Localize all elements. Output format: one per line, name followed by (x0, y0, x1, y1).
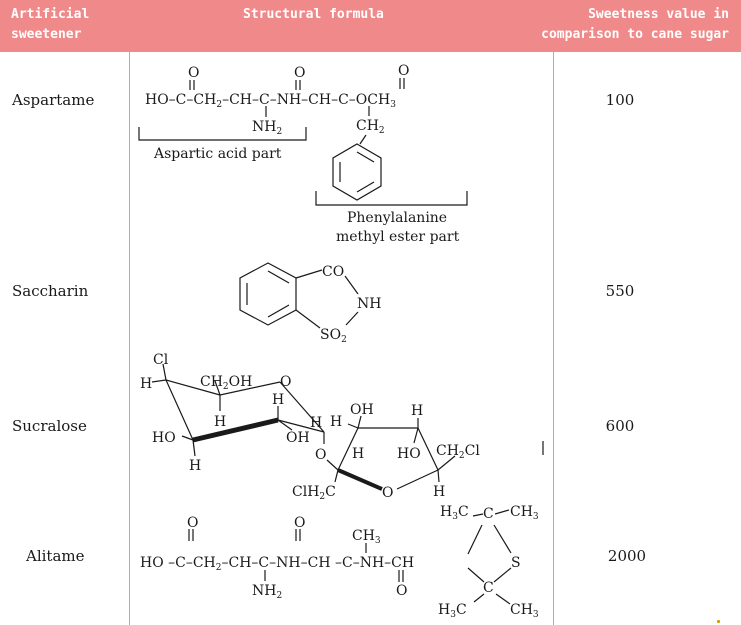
svg-text:H: H (214, 414, 226, 430)
svg-text:O: O (396, 583, 407, 599)
svg-text:HO–C–CH2–CH–C–NH–CH–C–OCH3: HO–C–CH2–CH–C–NH–CH–C–OCH3 (145, 92, 396, 110)
svg-text:OH: OH (350, 402, 374, 418)
methyl-ester-part-label: methyl ester part (336, 229, 460, 245)
svg-text:H: H (272, 392, 284, 408)
sucralose-structure (151, 363, 544, 491)
header-sweetness-value: Sweetness value in comparison to cane su… (541, 7, 729, 42)
svg-text:Cl: Cl (153, 352, 169, 368)
alitame-structure (188, 509, 512, 605)
svg-text:H3C: H3C (440, 504, 469, 522)
svg-text:O: O (398, 63, 409, 79)
aspartic-acid-part-label: Aspartic acid part (153, 146, 282, 162)
svg-text:HO: HO (152, 430, 176, 446)
svg-text:O: O (294, 65, 305, 81)
svg-text:C: C (483, 506, 494, 522)
table-header: Artificial sweetener Structural formula … (0, 0, 741, 52)
svg-text:H: H (411, 403, 423, 419)
svg-text:CH2OH: CH2OH (200, 374, 252, 392)
row-value-saccharin: 550 (605, 282, 635, 300)
svg-text:CH3: CH3 (510, 602, 539, 620)
column-divider-left (129, 52, 130, 625)
svg-text:O: O (315, 447, 326, 463)
svg-text:H: H (140, 376, 152, 392)
svg-text:O: O (382, 485, 393, 501)
svg-text:O: O (280, 374, 291, 390)
row-name-sucralose: Sucralose (12, 417, 87, 435)
svg-text:H: H (433, 484, 445, 500)
aspartame-structure (138, 78, 468, 206)
row-value-alitame: 2000 (607, 547, 647, 565)
svg-text:H: H (310, 415, 322, 431)
decorative-dot (717, 620, 720, 623)
column-divider-right (553, 52, 554, 625)
svg-text:H3C: H3C (438, 602, 467, 620)
svg-text:CO: CO (322, 264, 344, 280)
row-name-alitame: Alitame (26, 547, 85, 565)
svg-text:CH3: CH3 (352, 528, 381, 546)
svg-text:O: O (188, 65, 199, 81)
svg-text:CH2Cl: CH2Cl (436, 443, 480, 461)
svg-text:SO2: SO2 (320, 327, 347, 345)
svg-text:NH2: NH2 (252, 119, 282, 137)
svg-text:H: H (330, 414, 342, 430)
phenylalanine-label: Phenylalanine (347, 210, 447, 226)
svg-text:H: H (189, 458, 201, 474)
svg-text:ClH2C: ClH2C (292, 484, 336, 502)
svg-text:S: S (511, 555, 521, 571)
row-value-aspartame: 100 (605, 91, 635, 109)
svg-text:CH2: CH2 (356, 118, 385, 136)
svg-text:HO –C–CH2–CH–C–NH–CH –C–NH–CH: HO –C–CH2–CH–C–NH–CH –C–NH–CH (140, 555, 414, 573)
row-name-saccharin: Saccharin (12, 282, 89, 300)
svg-text:NH: NH (357, 296, 381, 312)
svg-text:O: O (187, 515, 198, 531)
svg-text:HO: HO (397, 446, 421, 462)
header-structural-formula: Structural formula (243, 7, 384, 22)
saccharin-structure (239, 262, 359, 329)
svg-text:O: O (294, 515, 305, 531)
svg-text:CH3: CH3 (510, 504, 539, 522)
svg-text:OH: OH (286, 430, 310, 446)
row-name-aspartame: Aspartame (12, 91, 95, 109)
svg-text:C: C (483, 580, 494, 596)
row-value-sucralose: 600 (605, 417, 635, 435)
header-artificial-sweetener: Artificial sweetener (11, 7, 90, 42)
svg-text:NH2: NH2 (252, 583, 282, 601)
svg-text:H: H (352, 446, 364, 462)
